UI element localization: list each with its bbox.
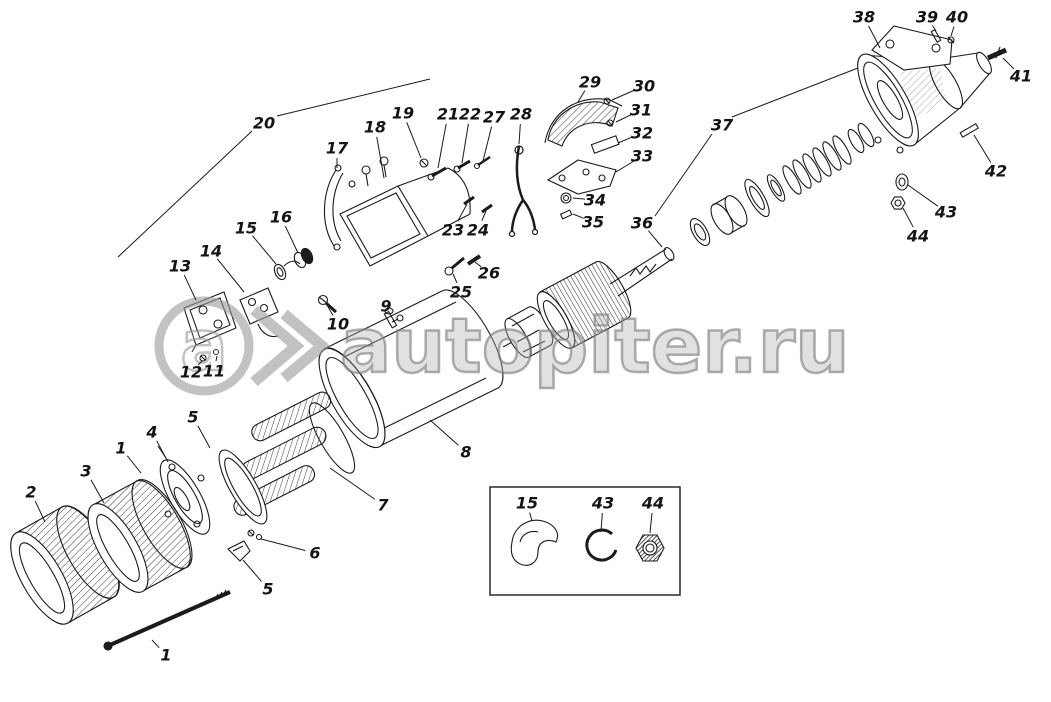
group-bracket-lines [117,67,859,258]
front-bracket-drawing [857,25,1008,154]
inset-box-drawing [489,486,681,596]
bands-drawing [10,479,193,625]
brush-parts-drawing [227,529,263,562]
housing-drawing [317,289,504,449]
armature-drawing [502,247,675,359]
drive-parts-drawing [689,122,875,247]
relay-cover-drawing [544,97,623,220]
terminal-parts-drawing [183,247,314,362]
fork-lever-drawing [508,145,539,238]
field-coil-drawing [218,391,356,525]
solenoid-drawing [323,155,493,276]
tie-bolt-drawing [103,589,231,651]
bracket-small-parts-drawing [890,29,980,210]
